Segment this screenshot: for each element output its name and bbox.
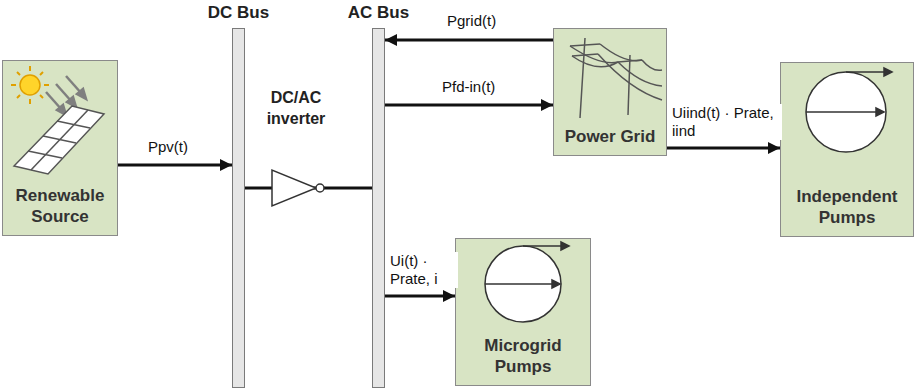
inverter-symbol (272, 170, 324, 206)
power-flow-arrow (245, 187, 372, 190)
component-label: DC/AC inverter (254, 88, 338, 130)
node-label: Microgrid Pumps (460, 336, 586, 377)
flow-label: Pgrid(t) (445, 12, 498, 30)
power-flow-arrow (385, 295, 455, 298)
node-label: Independent Pumps (785, 187, 909, 228)
pump-symbol (485, 242, 569, 322)
bus-bar: DC Bus (232, 28, 245, 388)
node-label: DC Bus (208, 3, 269, 23)
flow-label: Pfd-in(t) (440, 78, 497, 96)
node-label: Renewable Source (7, 186, 113, 227)
power-flow-arrow (385, 39, 553, 42)
flow-label: Ppv(t) (146, 138, 190, 156)
node-label: Power Grid (565, 127, 656, 147)
power-flow-arrow (667, 147, 780, 150)
source-box: Renewable Source (2, 60, 118, 236)
grid-box: Power Grid (553, 28, 667, 156)
pump-symbol (806, 68, 892, 152)
power-flow-arrow (385, 104, 553, 107)
node-label: AC Bus (348, 3, 409, 23)
pump-box: Independent Pumps (780, 62, 914, 237)
sun-icon (11, 66, 49, 104)
light-rays (46, 76, 86, 115)
power-lines (570, 38, 662, 118)
flow-label: Ui(t) · Prate, i (388, 252, 458, 288)
bus-bar: AC Bus (372, 28, 385, 388)
flow-label: Uiind(t) · Prate, iind (670, 104, 782, 140)
solar-panel (14, 106, 104, 174)
pump-box: Microgrid Pumps (455, 238, 591, 386)
power-flow-arrow (118, 164, 232, 167)
